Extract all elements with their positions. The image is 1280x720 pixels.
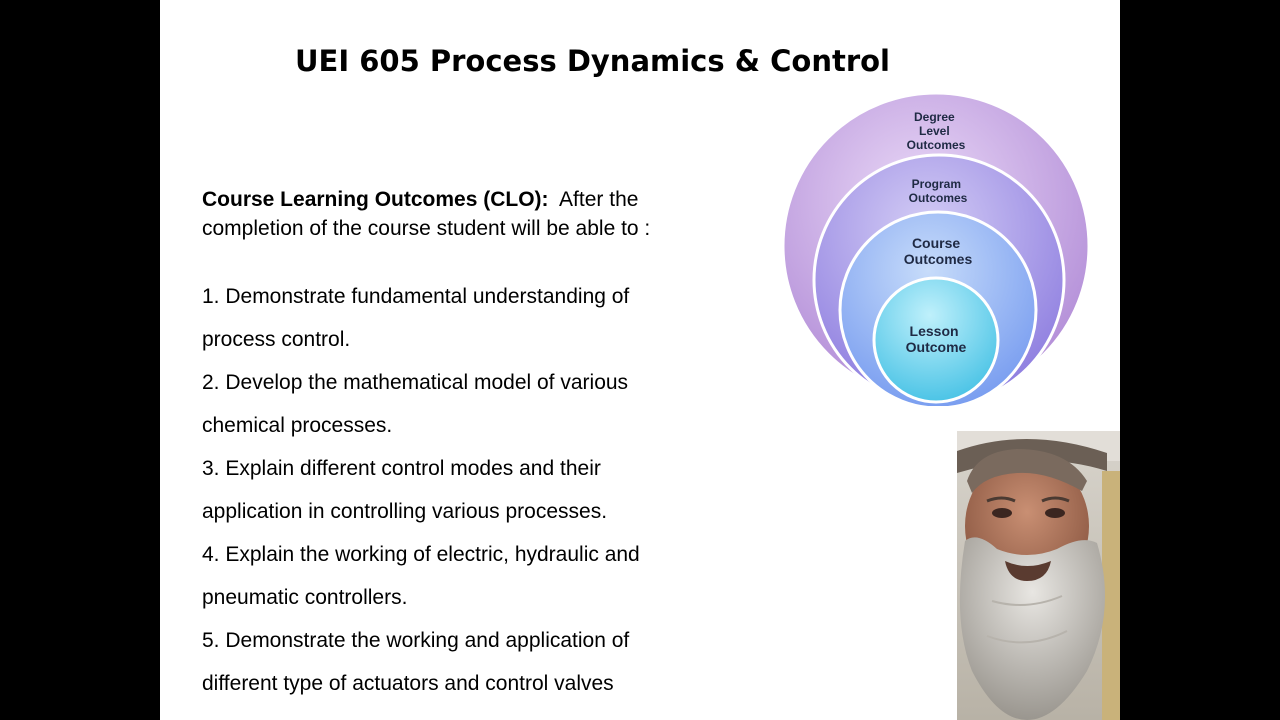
presenter-avatar-icon bbox=[957, 431, 1120, 720]
outcome-line: 2. Develop the mathematical model of var… bbox=[202, 371, 629, 394]
outcome-item-4: 4. Explain the working of electric, hydr… bbox=[202, 533, 742, 619]
clo-intro: Course Learning Outcomes (CLO): After th… bbox=[202, 185, 732, 243]
slide: UEI 605 Process Dynamics & Control Cours… bbox=[160, 0, 1120, 720]
outcome-item-3: 3. Explain different control modes and t… bbox=[202, 447, 742, 533]
ring-label-lesson: Lesson Outcome bbox=[906, 323, 967, 355]
outcome-line: different type of actuators and control … bbox=[202, 672, 614, 695]
outcome-line: 3. Explain different control modes and t… bbox=[202, 457, 601, 480]
outcome-line: pneumatic controllers. bbox=[202, 586, 408, 609]
outcome-list: 1. Demonstrate fundamental understanding… bbox=[202, 275, 742, 705]
clo-intro-text: After the bbox=[559, 188, 639, 211]
outcome-line: 4. Explain the working of electric, hydr… bbox=[202, 543, 640, 566]
outcome-item-2: 2. Develop the mathematical model of var… bbox=[202, 361, 742, 447]
slide-title: UEI 605 Process Dynamics & Control bbox=[295, 44, 890, 78]
outcome-line: chemical processes. bbox=[202, 414, 393, 437]
outcome-line: process control. bbox=[202, 328, 351, 351]
ring-label-course: Course Outcomes bbox=[904, 235, 973, 267]
ring-lesson bbox=[872, 276, 1000, 404]
outcomes-nested-circles-diagram: Degree Level Outcomes Program Outcomes C… bbox=[781, 91, 1091, 406]
outcome-line: 5. Demonstrate the working and applicati… bbox=[202, 629, 630, 652]
ring-label-program: Program Outcomes bbox=[909, 177, 968, 205]
outcome-item-1: 1. Demonstrate fundamental understanding… bbox=[202, 275, 742, 361]
outcome-line: application in controlling various proce… bbox=[202, 500, 608, 523]
ring-label-degree: Degree Level Outcomes bbox=[907, 110, 966, 152]
outcome-item-5: 5. Demonstrate the working and applicati… bbox=[202, 619, 742, 705]
clo-label: Course Learning Outcomes (CLO): bbox=[202, 188, 549, 211]
outcome-line: 1. Demonstrate fundamental understanding… bbox=[202, 285, 630, 308]
clo-intro-line2: completion of the course student will be… bbox=[202, 217, 651, 240]
